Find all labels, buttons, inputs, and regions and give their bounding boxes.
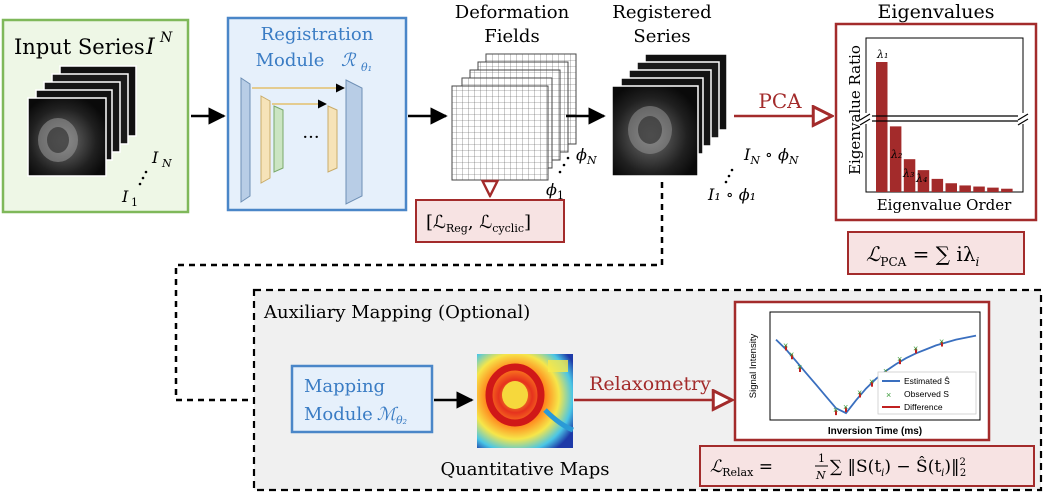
observed-point: ×	[789, 349, 794, 359]
registered-title: Registered	[612, 2, 711, 23]
observed-point: ×	[783, 340, 788, 350]
relax-y-label: Signal Intensity	[748, 334, 759, 399]
phi-1-label: ϕ	[546, 180, 557, 199]
deformation-fields: Deformation Fields ϕ 1 ϕ N	[451, 2, 597, 202]
mapping-module-label: Module	[304, 404, 373, 425]
network-architecture	[240, 77, 363, 205]
quantitative-maps-label: Quantitative Maps	[440, 459, 609, 480]
registered-subtitle: Series	[633, 26, 690, 47]
input-last-sub: N	[161, 157, 172, 170]
svg-text:∑ ‖S(ti) − Ŝ(ti)‖22: ∑ ‖S(ti) − Ŝ(ti)‖22	[830, 456, 966, 479]
svg-text:1: 1	[818, 452, 825, 465]
eigen-bar	[931, 178, 944, 192]
eigenvalues-title: Eigenvalues	[878, 1, 995, 23]
observed-point: ×	[797, 362, 802, 372]
input-series-title: Input Series	[14, 35, 145, 59]
input-last-label: I	[151, 148, 159, 167]
observed-point: ×	[897, 354, 902, 364]
eigen-bar	[959, 185, 971, 192]
phi-n-sub: N	[586, 154, 597, 167]
eigen-y-label: Eigenvalue Ratio	[846, 45, 864, 175]
eigen-bar	[1001, 188, 1013, 192]
observed-point: ×	[857, 387, 862, 397]
auxiliary-title: Auxiliary Mapping (Optional)	[263, 302, 530, 323]
registration-title: Registration	[261, 24, 374, 45]
input-series-symbol: I	[145, 35, 156, 60]
input-image-stack	[27, 65, 137, 177]
input-series-box: Input Series I N I 1 I N	[1, 18, 190, 214]
registered-series: Registered Series I₁ ∘ ϕ₁ IN ∘ ϕN	[611, 2, 799, 204]
phi-n-label: ϕ	[576, 145, 587, 164]
input-first-label: I	[121, 187, 129, 206]
svg-text:N: N	[815, 469, 826, 482]
legend-observed-marker: ×	[886, 390, 891, 400]
pca-label: PCA	[758, 89, 802, 113]
eigen-bar	[876, 62, 888, 192]
mapping-title: Mapping	[304, 376, 385, 397]
input-series-sup: N	[159, 30, 173, 46]
eigen-x-label: Eigenvalue Order	[877, 196, 1012, 214]
eigen-bar	[987, 187, 999, 192]
eigen-lambda-label: λ₂	[890, 148, 902, 161]
registration-module-box: Registration Module ℛ θ₁ ···	[226, 16, 408, 212]
registered-last-label: IN ∘ ϕN	[743, 145, 799, 167]
observed-point: ×	[913, 343, 918, 353]
relaxometry-chart: Signal Intensity Inversion Time (ms) ×××…	[733, 300, 991, 442]
input-first-sub: 1	[131, 196, 138, 209]
observed-point: ×	[939, 337, 944, 347]
eigen-bar	[945, 183, 957, 192]
eigen-bar	[903, 159, 916, 192]
deformation-subtitle: Fields	[484, 26, 539, 47]
registration-symbol: ℛ	[341, 50, 357, 71]
eigen-lambda-label: λ₄	[915, 172, 927, 185]
phi-1-sub: 1	[557, 189, 564, 202]
observed-point: ×	[869, 377, 874, 387]
relaxometry-label: Relaxometry	[589, 373, 711, 395]
eigenvalues-panel: Eigenvalues Eigenvalue Ratio Eigenvalue …	[834, 1, 1038, 222]
observed-point: ×	[833, 405, 838, 415]
observed-point: ×	[843, 402, 848, 412]
registration-module-label: Module	[256, 50, 325, 71]
loss-registration-box: [ℒReg, ℒcyclic]	[415, 199, 565, 243]
quantitative-map-image	[477, 354, 574, 448]
relax-legend: Estimated Ŝ × Observed S Difference	[877, 371, 977, 415]
input-ellipsis-dots	[138, 170, 148, 186]
eigen-lambda-label: λ₁	[876, 48, 888, 61]
loss-pca-box: ℒPCA = ∑ iλi	[847, 231, 1025, 275]
observed-point: ×	[883, 366, 888, 376]
legend-estimated: Estimated Ŝ	[904, 376, 950, 386]
svg-text:[ℒReg, ℒcyclic]: [ℒReg, ℒcyclic]	[426, 212, 531, 235]
svg-text:ℒRelax =: ℒRelax =	[710, 457, 773, 479]
legend-observed: Observed S	[904, 389, 949, 399]
network-dots: ···	[302, 127, 319, 148]
relax-x-label: Inversion Time (ms)	[828, 426, 922, 437]
eigen-bar	[889, 126, 902, 192]
legend-difference: Difference	[904, 402, 943, 412]
svg-text:ℒPCA = ∑ iλi: ℒPCA = ∑ iλi	[866, 242, 980, 269]
registered-first-label: I₁ ∘ ϕ₁	[707, 185, 756, 204]
eigen-lambda-label: λ₃	[902, 167, 914, 180]
registration-symbol-sub: θ₁	[361, 61, 372, 74]
eigen-bar	[917, 170, 930, 192]
deformation-title: Deformation	[455, 2, 570, 23]
dashed-connector-to-mapping	[174, 182, 664, 409]
eigen-bar	[973, 186, 985, 192]
